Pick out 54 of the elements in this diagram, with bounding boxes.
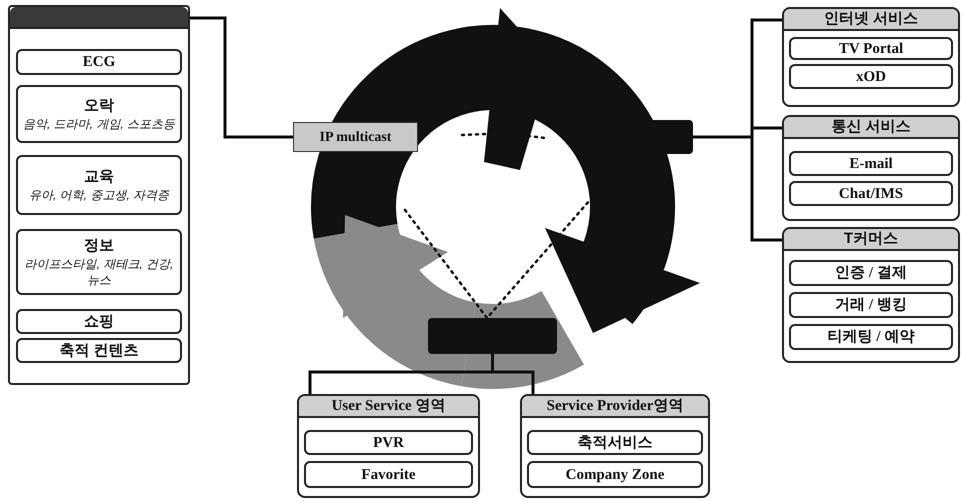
item-title: 오락 bbox=[84, 97, 114, 116]
item-title: 교육 bbox=[84, 168, 114, 187]
service-item-box bbox=[789, 260, 953, 286]
service-item-box bbox=[16, 85, 182, 143]
service-item-box bbox=[16, 229, 182, 295]
item-title: PVR bbox=[373, 434, 404, 452]
service-item-box bbox=[789, 181, 953, 206]
item-title: Favorite bbox=[361, 466, 416, 484]
item-title: 인증 / 결제 bbox=[835, 264, 907, 283]
service-item-box bbox=[527, 461, 703, 488]
item-description: 유아, 어학, 중고생, 자격증 bbox=[28, 187, 170, 203]
item-title: 정보 bbox=[84, 237, 114, 256]
item-title: E-mail bbox=[849, 154, 893, 174]
service-item-box bbox=[304, 430, 473, 455]
item-title: 거래 / 뱅킹 bbox=[835, 296, 907, 315]
item-title: Company Zone bbox=[566, 466, 664, 484]
service-item-box bbox=[16, 49, 182, 75]
service-item-box bbox=[16, 309, 182, 334]
service-item-box bbox=[789, 324, 953, 350]
group-title: User Service 영역 bbox=[332, 396, 446, 416]
service-item-box bbox=[527, 430, 703, 455]
service-item-box bbox=[16, 338, 182, 363]
service-group-panel bbox=[520, 394, 710, 498]
connector-line bbox=[693, 136, 782, 242]
group-title: 통신 서비스 bbox=[831, 116, 911, 137]
item-title: 쇼핑 bbox=[84, 312, 114, 332]
item-title: xOD bbox=[856, 68, 886, 86]
service-group-panel bbox=[782, 7, 960, 107]
item-description: 라이프스타일, 재테크, 건강, 뉴스 bbox=[24, 256, 174, 288]
item-title: TV Portal bbox=[838, 40, 904, 58]
item-title: ECG bbox=[82, 53, 116, 72]
group-title: T커머스 bbox=[844, 228, 898, 249]
connector-line bbox=[190, 16, 293, 138]
item-description: 음악, 드라마, 게임, 스포츠등 bbox=[22, 116, 176, 132]
service-item-box bbox=[789, 37, 953, 60]
service-group-panel bbox=[8, 5, 190, 385]
item-title: 축적서비스 bbox=[578, 434, 652, 452]
item-title: 축적 컨텐츠 bbox=[60, 342, 138, 360]
label-tag bbox=[293, 122, 418, 152]
service-item-box bbox=[789, 292, 953, 318]
service-group-panel bbox=[782, 115, 960, 221]
group-title: 인터넷 서비스 bbox=[824, 8, 918, 29]
service-item-box bbox=[16, 155, 182, 215]
service-group-panel bbox=[297, 394, 480, 498]
service-item-box bbox=[304, 461, 473, 488]
item-title: 티케팅 / 예약 bbox=[828, 328, 914, 347]
item-title: Chat/IMS bbox=[838, 184, 904, 204]
dark-label-box bbox=[428, 318, 557, 354]
service-group-panel bbox=[782, 227, 960, 363]
service-item-box bbox=[789, 151, 953, 176]
connector-line bbox=[491, 354, 534, 394]
service-item-box bbox=[789, 64, 953, 89]
group-title: Service Provider영역 bbox=[546, 396, 684, 416]
tag-text: IP multicast bbox=[320, 128, 392, 146]
